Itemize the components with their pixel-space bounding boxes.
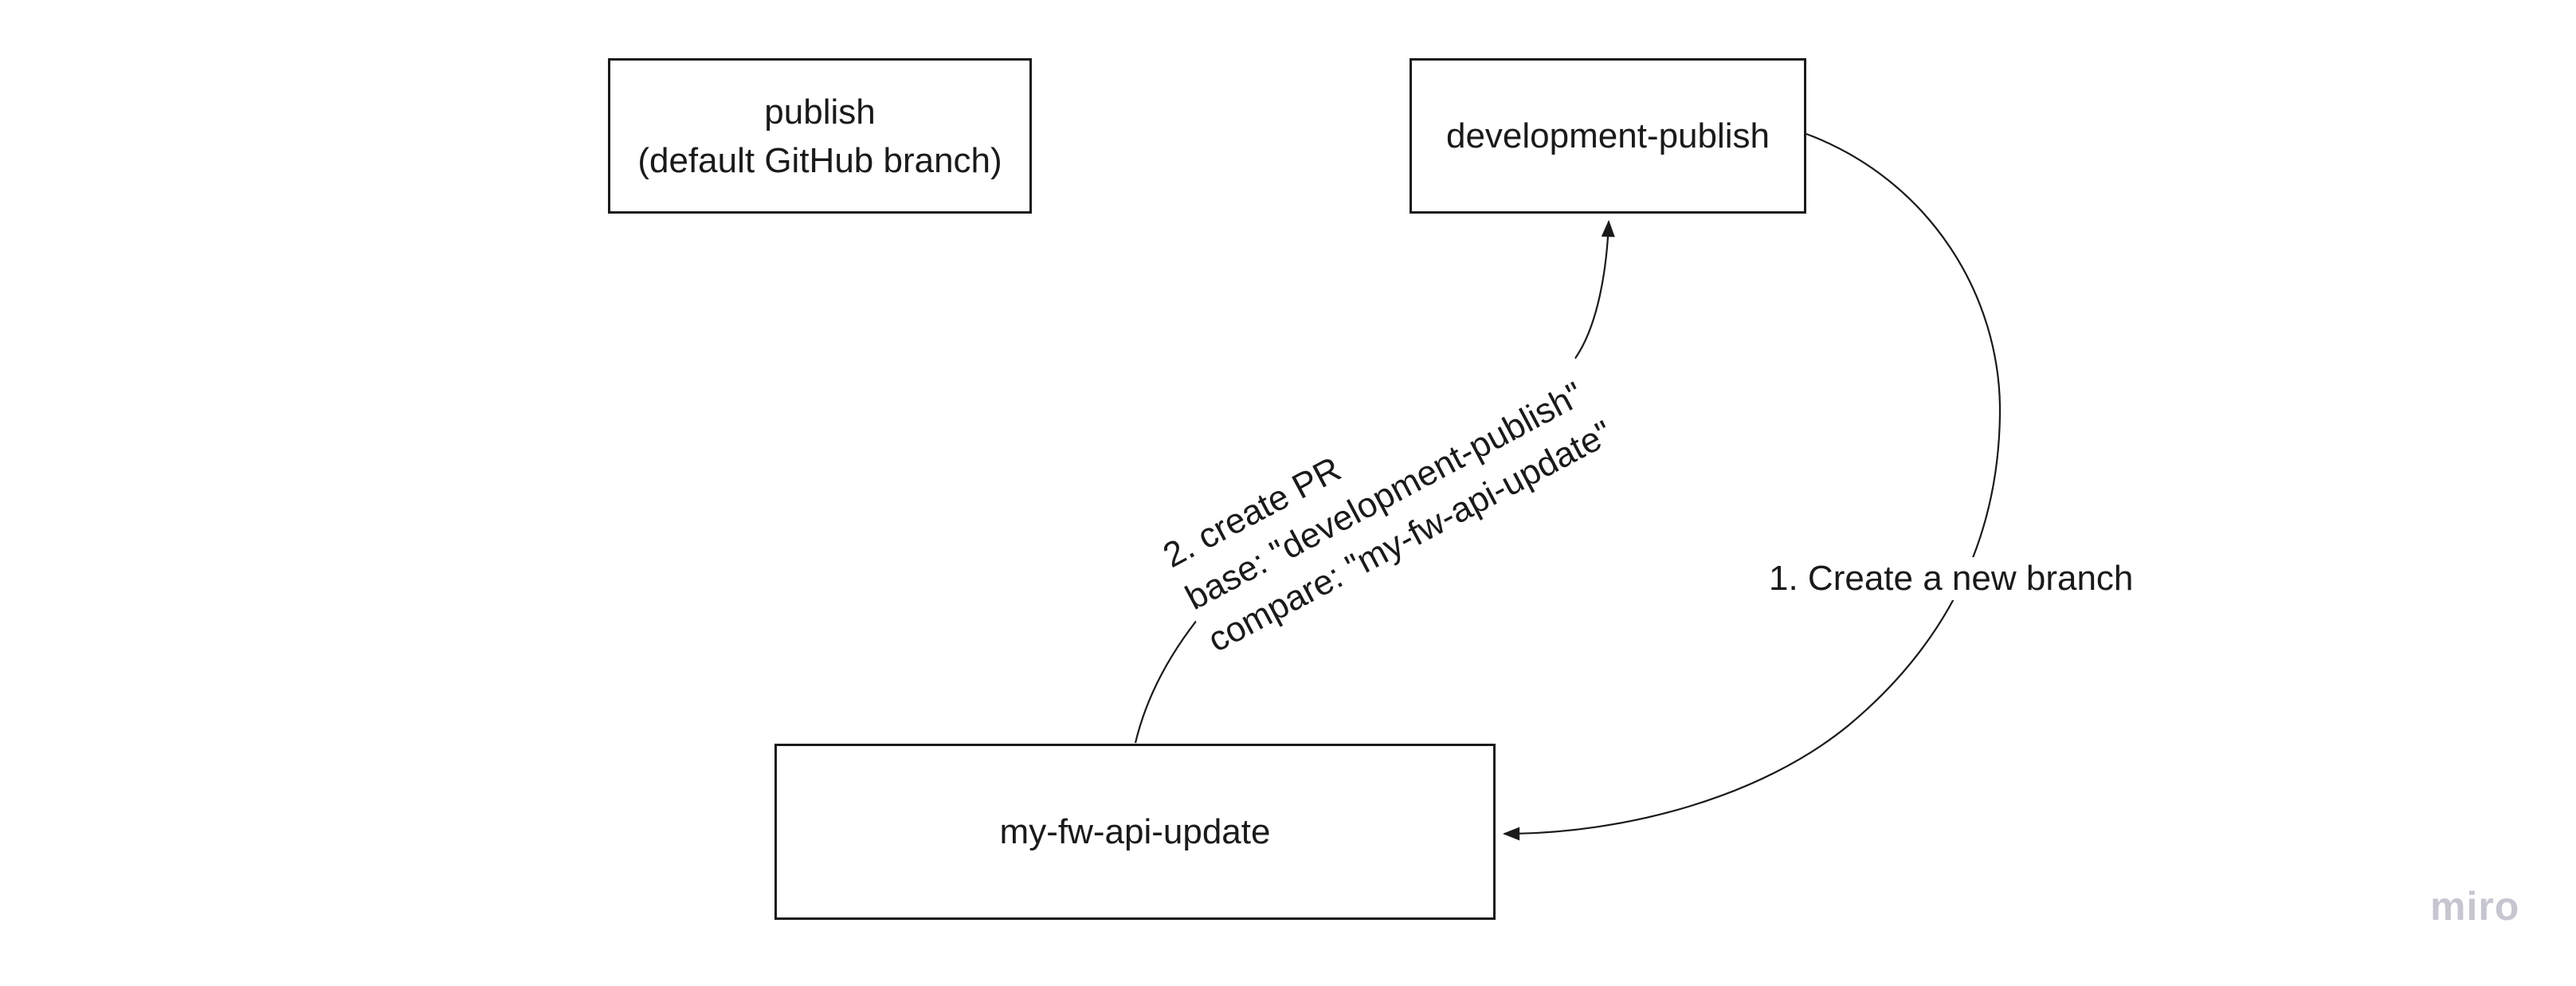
connector-create-branch-line[interactable]: [1502, 132, 2002, 841]
shape-my-fw-api-update-branch[interactable]: my-fw-api-update: [774, 744, 1496, 920]
shape-publish-branch[interactable]: publish (default GitHub branch): [608, 58, 1032, 214]
shape-development-publish-branch[interactable]: development-publish: [1410, 58, 1806, 214]
miro-watermark: miro: [2430, 884, 2520, 929]
connector-label-create-branch[interactable]: 1. Create a new branch: [1762, 557, 2140, 600]
my-fw-api-update-branch-label: my-fw-api-update: [999, 812, 1271, 851]
development-publish-branch-label: development-publish: [1445, 116, 1770, 155]
publish-branch-label: publish: [764, 92, 876, 132]
publish-branch-sublabel: (default GitHub branch): [637, 140, 1002, 180]
